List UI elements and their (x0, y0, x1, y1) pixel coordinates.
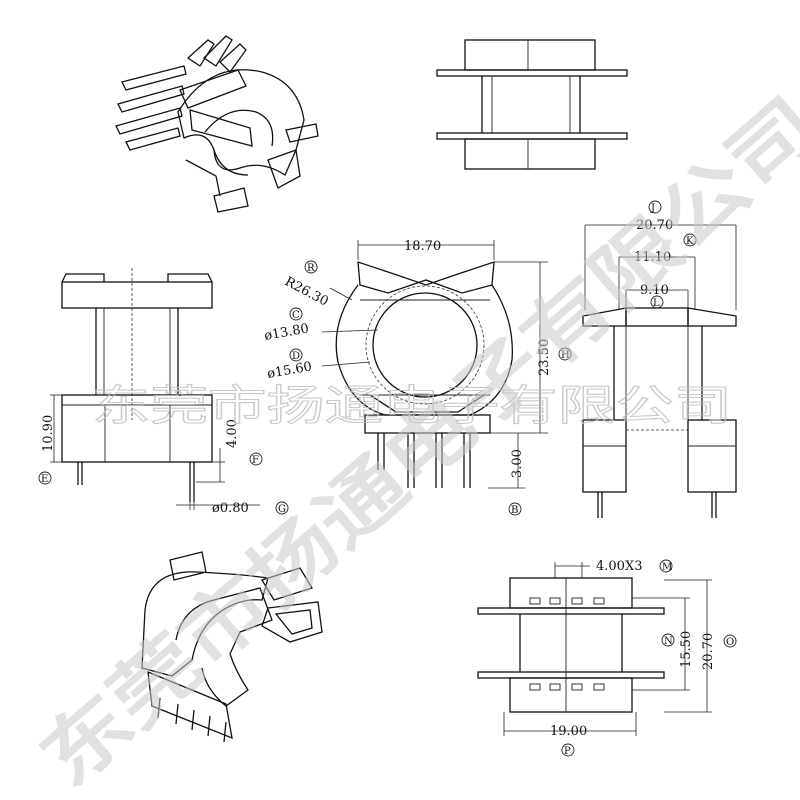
bottom-pitch-dim: 4.00X3 (596, 559, 642, 574)
front-pin-length-tag: F (252, 455, 259, 466)
watermark-horizontal: 东莞市扬通电子有限公司 (92, 381, 732, 430)
right-mid-dim: 11.10 (634, 250, 671, 265)
front-pin-dia-tag: G (278, 504, 286, 515)
top-view (436, 39, 628, 170)
side-width-dim: 18.70 (404, 239, 441, 254)
right-mid-tag: K (686, 236, 694, 247)
bottom-width-tag: P (564, 746, 571, 757)
front-height-dim: 10.90 (41, 415, 56, 452)
side-radius-tag: R (307, 263, 315, 274)
isometric-view-top (115, 35, 319, 213)
side-inner-dia-dim: ø13.80 (263, 321, 310, 344)
side-inner-dia-tag: C (292, 310, 300, 321)
side-height-tag: H (561, 350, 570, 361)
isometric-view-bottom (141, 551, 323, 743)
front-pin-dia-dim: ø0.80 (212, 501, 249, 516)
bottom-pitch-tag: M (662, 562, 672, 573)
right-inner-tag: L (653, 298, 660, 309)
bottom-height-tag: O (726, 637, 734, 648)
bottom-height-dim: 20.70 (701, 633, 716, 670)
side-mid-dia-dim: ø15.60 (266, 359, 313, 382)
side-height-dim: 23.50 (537, 339, 552, 376)
bottom-span-dim: 15.50 (679, 631, 694, 668)
front-height-tag: E (41, 474, 48, 485)
side-radius-dim: R26.30 (282, 274, 331, 309)
bottom-span-tag: N (664, 636, 673, 647)
watermark-diagonal: 东莞市扬通电子有限公司 (23, 80, 800, 800)
right-inner-dim: 9.10 (640, 283, 669, 298)
side-view (321, 240, 548, 489)
side-pin-length-dim: 3.00 (510, 449, 525, 478)
right-overall-dim: 20.70 (636, 218, 673, 233)
front-pin-length-dim: 4.00 (225, 419, 240, 448)
right-view (582, 224, 737, 518)
right-overall-tag: J (650, 203, 655, 214)
front-view (50, 268, 260, 510)
side-pin-length-tag: B (511, 505, 518, 516)
bottom-width-dim: 19.00 (550, 724, 587, 739)
side-mid-dia-tag: D (292, 351, 300, 362)
bottom-view (477, 562, 712, 736)
